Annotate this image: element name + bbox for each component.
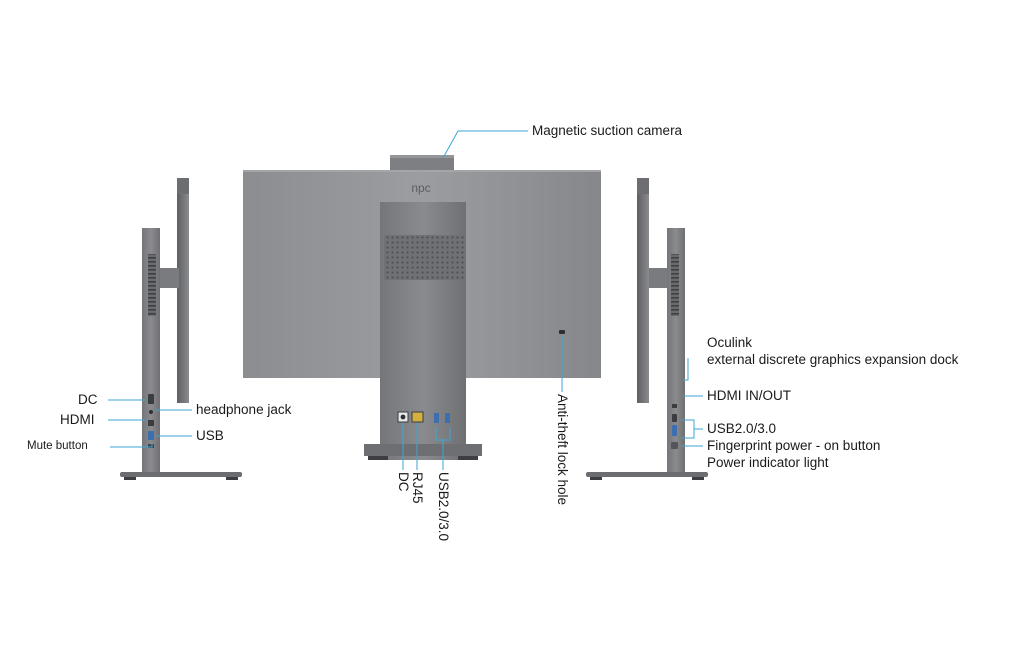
label-rear-dc: DC [396, 472, 411, 492]
right-side-view [586, 178, 708, 480]
label-power-indicator: Power indicator light [707, 455, 829, 470]
label-left-usb: USB [196, 428, 224, 443]
left-hinge [159, 268, 179, 288]
label-oculink-dock: external discrete graphics expansion doc… [707, 352, 959, 367]
right-hinge [649, 268, 669, 288]
rear-base [364, 444, 482, 456]
label-rear-rj45: RJ45 [410, 472, 425, 504]
right-vent [671, 254, 679, 316]
leader-camera [442, 130, 528, 159]
left-base [120, 472, 242, 477]
label-left-mute: Mute button [27, 440, 88, 452]
leader-left-mute [110, 443, 153, 448]
left-side-view [120, 178, 242, 480]
rear-vent-grille [384, 235, 464, 280]
leader-lines [108, 130, 703, 470]
label-headphone-jack: headphone jack [196, 402, 292, 417]
label-hdmi-in-out: HDMI IN/OUT [707, 388, 791, 403]
rear-view: npc [243, 155, 601, 460]
label-left-hdmi: HDMI [60, 412, 95, 427]
label-magnetic-camera: Magnetic suction camera [532, 123, 683, 138]
label-left-dc: DC [78, 392, 98, 407]
label-right-usb: USB2.0/3.0 [707, 421, 777, 436]
left-vent [148, 254, 156, 316]
label-oculink: Oculink [707, 335, 753, 350]
lock-slot [559, 330, 565, 334]
left-panel-edge [177, 178, 189, 403]
npc-logo: npc [411, 181, 430, 195]
label-rear-usb: USB2.0/3.0 [436, 472, 451, 542]
leader-right-oculink [683, 358, 689, 381]
right-base [586, 472, 708, 477]
label-fingerprint-button: Fingerprint power - on button [707, 438, 881, 453]
right-panel-edge [637, 178, 649, 403]
label-anti-theft-lock: Anti-theft lock hole [555, 394, 570, 506]
